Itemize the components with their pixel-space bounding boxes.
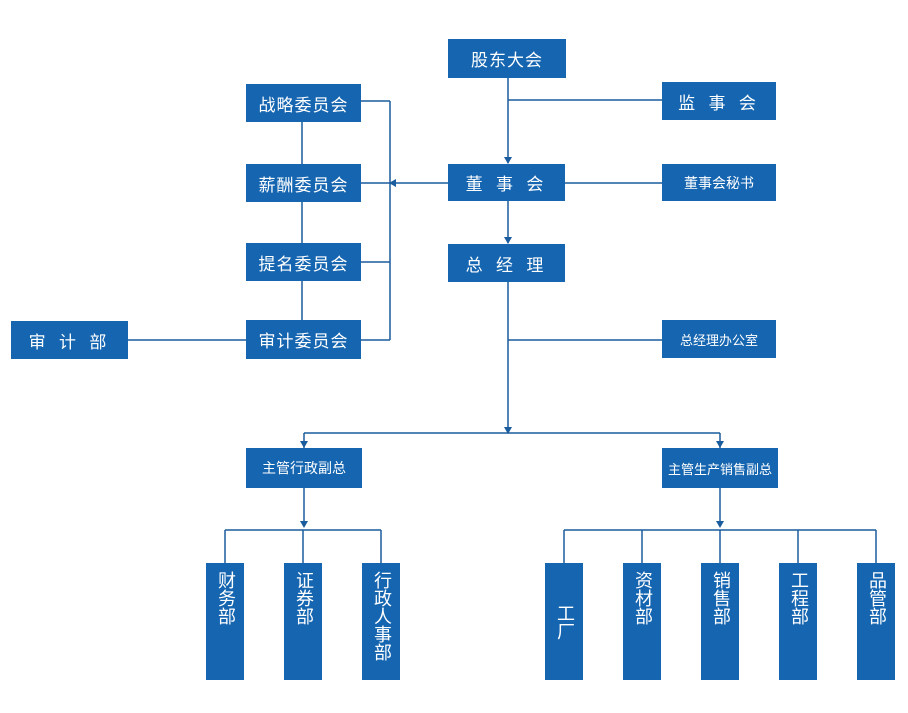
materials-department-box: 资材部 (623, 563, 661, 680)
nomination-committee-box: 提名委员会 (246, 243, 361, 281)
securities-department-label: 证券部 (293, 571, 314, 625)
admin-hr-department-label: 行政人事部 (371, 571, 392, 661)
audit-department-box: 审 计 部 (11, 321, 128, 359)
shareholders-meeting-box: 股东大会 (448, 39, 566, 78)
factory-box: 工厂 (545, 563, 583, 680)
sales-department-label: 销售部 (710, 571, 731, 625)
audit-committee-box: 审计委员会 (246, 320, 361, 359)
compensation-committee-box: 薪酬委员会 (246, 164, 361, 202)
securities-department-box: 证券部 (284, 563, 322, 680)
materials-department-label: 资材部 (632, 571, 653, 625)
board-secretary-box: 董事会秘书 (662, 164, 776, 201)
gm-office-box: 总经理办公室 (662, 320, 776, 358)
general-manager-box: 总 经 理 (448, 244, 565, 282)
supervisory-board-box: 监 事 会 (662, 82, 776, 120)
engineering-department-label: 工程部 (788, 571, 809, 625)
admin-vp-box: 主管行政副总 (246, 448, 362, 488)
board-of-directors-box: 董 事 会 (448, 164, 565, 201)
admin-hr-department-box: 行政人事部 (362, 563, 400, 680)
finance-department-box: 财务部 (206, 563, 244, 680)
finance-department-label: 财务部 (215, 571, 236, 625)
engineering-department-box: 工程部 (779, 563, 817, 680)
sales-department-box: 销售部 (701, 563, 739, 680)
production-sales-vp-box: 主管生产销售副总 (662, 448, 778, 488)
quality-department-box: 品管部 (857, 563, 895, 680)
strategy-committee-box: 战略委员会 (246, 84, 361, 122)
factory-label: 工厂 (554, 603, 575, 640)
quality-department-label: 品管部 (866, 571, 887, 625)
